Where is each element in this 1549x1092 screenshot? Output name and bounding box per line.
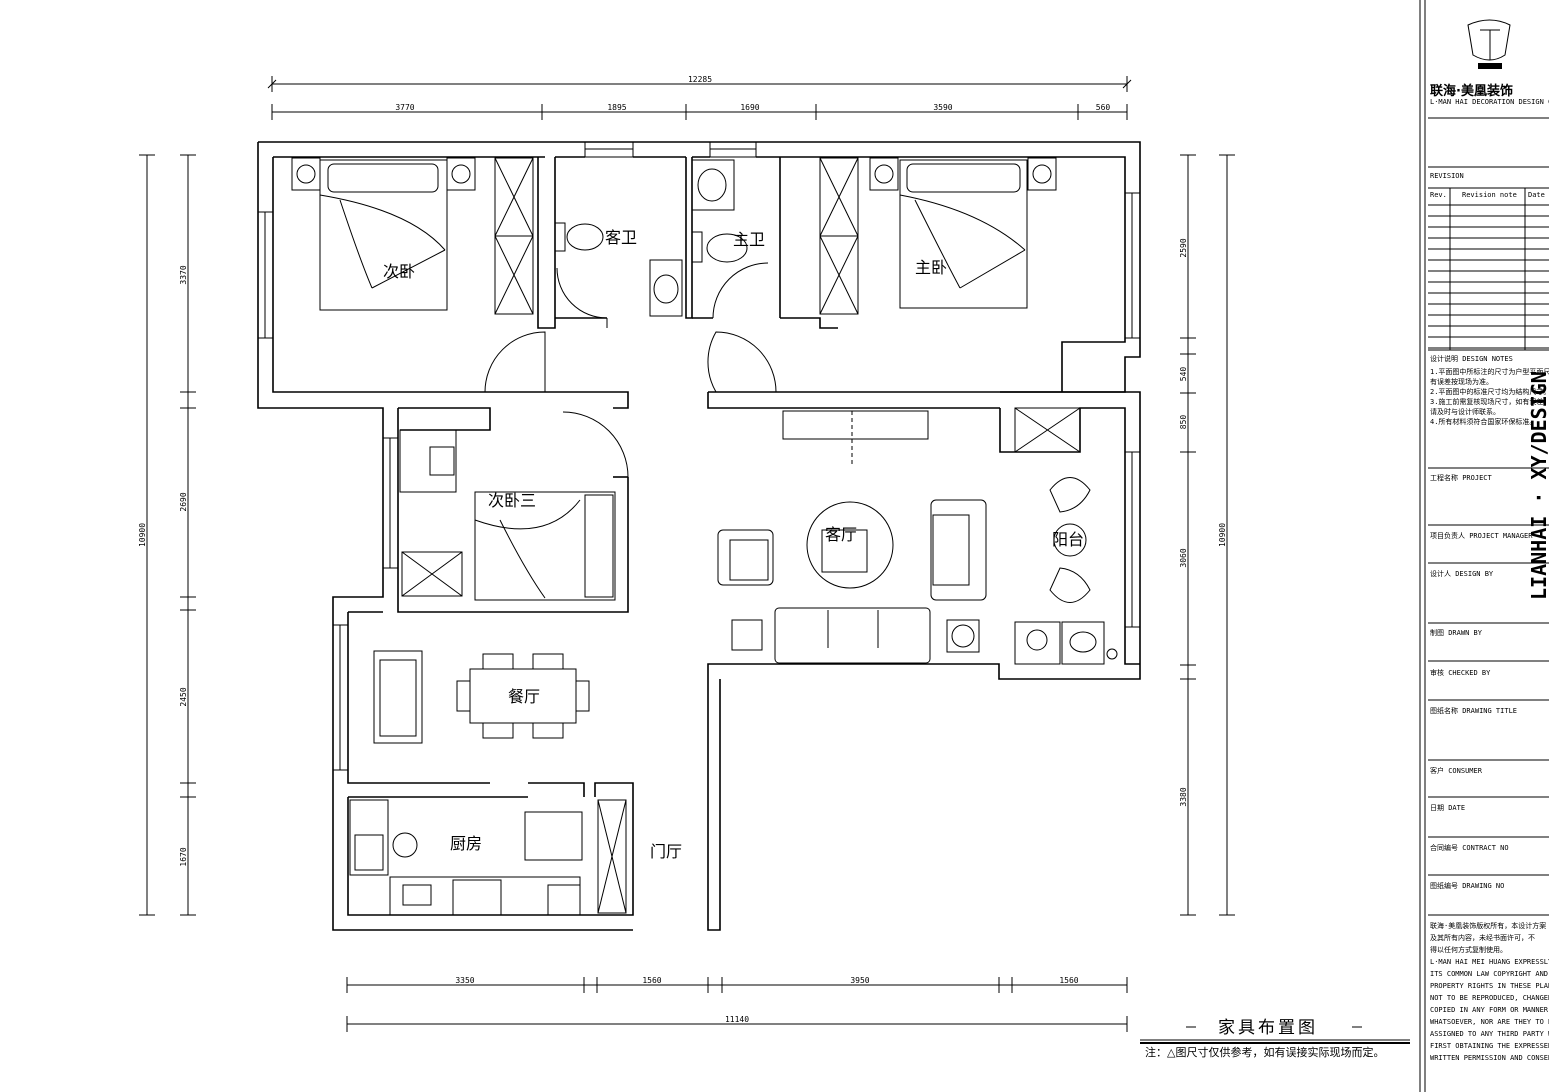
- design-note-line: 请及时与设计师联系。: [1430, 407, 1500, 416]
- label-bedroom2: 次卧: [383, 262, 415, 281]
- dim-top-3: 1690: [740, 103, 759, 112]
- dining-furniture: [373, 650, 590, 744]
- copyright-line: L·MAN HAI MEI HUANG EXPRESSLY RESERVES: [1430, 958, 1549, 966]
- dim-right-1: 2590: [1179, 238, 1188, 257]
- master-bedroom-furniture: [819, 157, 1057, 315]
- label-bedroom3: 次卧三: [488, 491, 536, 510]
- design-notes: 1.平面图中所标注的尺寸为户型平面尺寸,如 有误差按现场为准。2.平面图中的标准…: [1430, 367, 1549, 426]
- right-dimensions: 2590 540 850 3060 3380 10900: [1179, 154, 1235, 916]
- company-name: 联海·美凰装饰: [1430, 83, 1513, 99]
- dim-bottom-3: 3950: [850, 976, 869, 985]
- label-foyer: 门厅: [650, 842, 682, 861]
- company-logo: [1467, 19, 1511, 69]
- design-note-line: 3.施工前需复核现场尺寸，如有误差: [1430, 397, 1543, 406]
- dim-left-3: 2450: [179, 687, 188, 706]
- label-master-bath: 主卫: [733, 230, 765, 249]
- dim-bottom-total: 11140: [725, 1015, 749, 1024]
- copyright-line: FIRST OBTAINING THE EXPRESSED: [1430, 1042, 1549, 1050]
- drawing-note: 注：△图尺寸仅供参考，如有误接实际现场而定。: [1145, 1045, 1384, 1059]
- dim-right-total: 10900: [1218, 523, 1227, 547]
- dim-bottom-1: 3350: [455, 976, 474, 985]
- bedroom3-furniture: [399, 429, 616, 601]
- drawing-title-label: 图纸名称 DRAWING TITLE: [1430, 706, 1517, 715]
- copyright-line: ITS COMMON LAW COPYRIGHT AND OTHER: [1430, 970, 1549, 978]
- bottom-dimensions: 3350 1560 3950 1560 11140: [346, 976, 1128, 1032]
- copyright-line: PROPERTY RIGHTS IN THESE PLANS.: [1430, 982, 1549, 990]
- dim-left-4: 1670: [179, 847, 188, 866]
- col-desc: Revision note: [1462, 191, 1517, 199]
- copyright-notice: 联海·美凰装饰版权所有，本设计方案及其所有内容，未经书面许可，不得以任何方式复制…: [1430, 921, 1549, 1062]
- project-label: 工程名称 PROJECT: [1430, 473, 1493, 482]
- dim-bottom-4: 1560: [1059, 976, 1078, 985]
- copyright-line: WHATSOEVER, NOR ARE THEY TO BE: [1430, 1018, 1549, 1026]
- drawing-title: 家具布置图: [1218, 1018, 1318, 1038]
- design-note-line: 1.平面图中所标注的尺寸为户型平面尺寸,如: [1430, 367, 1549, 376]
- left-dimensions: 10900 3370 2690 2450 1670: [138, 154, 196, 916]
- top-dimensions: 12285 3770 1895 1690 3590 560: [267, 75, 1132, 120]
- contract-label: 合同编号 CONTRACT NO: [1430, 843, 1509, 852]
- design-note-line: 有误差按现场为准。: [1430, 377, 1493, 386]
- dim-left-total: 10900: [138, 523, 147, 547]
- design-note-line: 2.平面图中的标准尺寸均为结构尺寸。: [1430, 387, 1549, 396]
- drawing-no-label: 图纸编号 DRAWING NO: [1430, 881, 1504, 890]
- dim-top-total: 12285: [688, 75, 712, 84]
- copyright-line: 及其所有内容，未经书面许可，不: [1430, 933, 1535, 942]
- label-master-bedroom: 主卧: [915, 258, 947, 277]
- pm-label: 项目负责人 PROJECT MANAGER: [1430, 531, 1533, 540]
- master-bath-fixtures: [691, 159, 748, 263]
- label-guest-bath: 客卫: [605, 228, 637, 247]
- dim-top-1: 3770: [395, 103, 414, 112]
- dim-left-2: 2690: [179, 492, 188, 511]
- bedroom2-furniture: [291, 157, 534, 315]
- drawn-label: 制图 DRAWN BY: [1430, 628, 1483, 637]
- dim-right-2: 540: [1179, 367, 1188, 382]
- label-living-room: 客厅: [825, 525, 857, 544]
- copyright-line: WRITTEN PERMISSION AND CONSENT.: [1430, 1054, 1549, 1062]
- copyright-line: NOT TO BE REPRODUCED, CHANGED OR: [1430, 994, 1549, 1002]
- living-room-furniture: [717, 410, 987, 664]
- doors: [484, 262, 995, 478]
- design-note-line: 4.所有材料须符合国家环保标准。: [1430, 417, 1536, 426]
- copyright-line: 联海·美凰装饰版权所有，本设计方案: [1430, 921, 1546, 930]
- dim-top-5: 560: [1096, 103, 1111, 112]
- col-date: Date: [1528, 191, 1545, 199]
- design-notes-title: 设计说明 DESIGN NOTES: [1430, 354, 1513, 363]
- dim-top-2: 1895: [607, 103, 626, 112]
- copyright-line: COPIED IN ANY FORM OR MANNER: [1430, 1006, 1549, 1014]
- title-block: 联海·美凰装饰 L·MAN HAI DECORATION DESIGN CO.,…: [1419, 0, 1549, 1092]
- company-en: L·MAN HAI DECORATION DESIGN CO.,LTD: [1430, 98, 1549, 106]
- dim-bottom-2: 1560: [642, 976, 661, 985]
- date-label: 日期 DATE: [1430, 804, 1465, 812]
- vertical-brand-text: LIANHAI · XY/DESIGN: [1527, 371, 1549, 600]
- label-dining: 餐厅: [508, 687, 540, 706]
- windows: [257, 141, 1141, 771]
- label-kitchen: 厨房: [450, 834, 482, 853]
- dim-right-5: 3380: [1179, 787, 1188, 806]
- drawing-title-block: 家具布置图 注：△图尺寸仅供参考，如有误接实际现场而定。: [1140, 1018, 1410, 1059]
- dim-left-1: 3370: [179, 265, 188, 284]
- label-balcony: 阳台: [1052, 530, 1084, 549]
- dim-right-3: 850: [1179, 415, 1188, 430]
- dim-top-4: 3590: [933, 103, 952, 112]
- copyright-line: 得以任何方式复制使用。: [1430, 945, 1507, 954]
- col-rev: Rev.: [1430, 191, 1447, 199]
- balcony-furniture: [1014, 407, 1118, 665]
- kitchen-furniture: [349, 799, 627, 916]
- designer-label: 设计人 DESIGN BY: [1430, 569, 1494, 578]
- guest-bath-fixtures: [554, 222, 683, 317]
- dim-right-4: 3060: [1179, 548, 1188, 567]
- room-labels: 次卧 客卫 主卫 主卧 次卧三 客厅 阳台 餐厅 厨房 门厅: [383, 228, 1084, 861]
- checked-label: 审核 CHECKED BY: [1430, 668, 1491, 677]
- owner-label: 客户 CONSUMER: [1430, 766, 1483, 775]
- revision-label: REVISION: [1430, 172, 1464, 180]
- copyright-line: ASSIGNED TO ANY THIRD PARTY WITHOUT: [1430, 1030, 1549, 1038]
